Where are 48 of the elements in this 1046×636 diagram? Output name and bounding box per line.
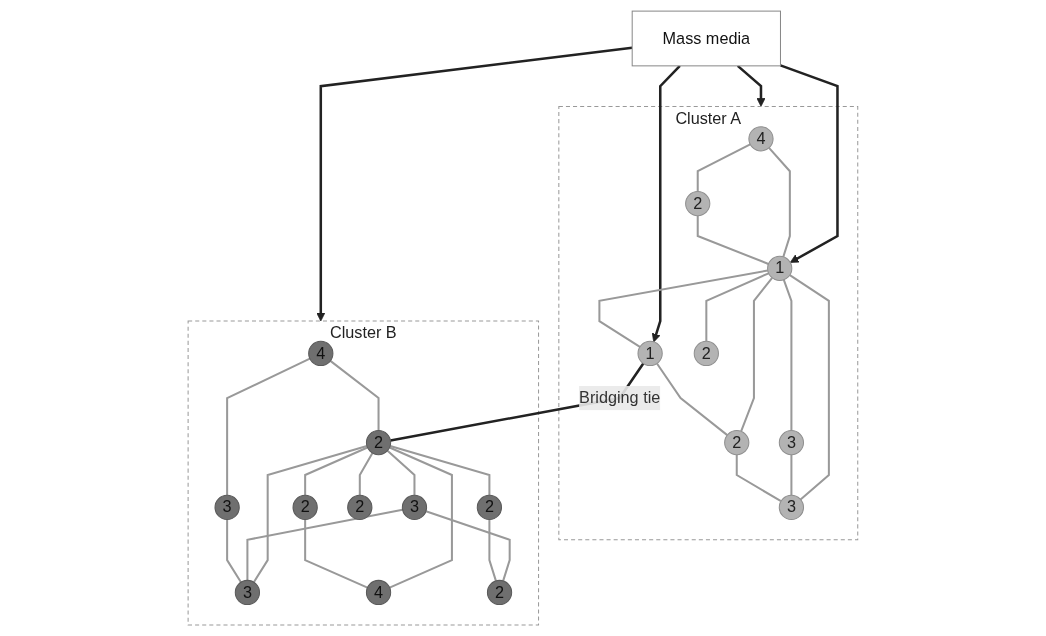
arrow bbox=[316, 46, 633, 322]
connector bbox=[598, 269, 769, 348]
arrow bbox=[736, 64, 766, 107]
node-circle: 4 bbox=[365, 579, 392, 606]
connector bbox=[253, 445, 368, 583]
connector bbox=[740, 277, 774, 432]
node-circle: 2 bbox=[486, 579, 513, 606]
connector bbox=[389, 446, 453, 589]
node-circle: 4 bbox=[308, 340, 334, 367]
connector bbox=[656, 362, 728, 436]
node-circle: 2 bbox=[292, 494, 318, 521]
arrow bbox=[651, 65, 681, 343]
connector bbox=[329, 360, 380, 431]
connector bbox=[790, 454, 793, 496]
connector bbox=[768, 147, 791, 258]
node-circle: 3 bbox=[778, 494, 805, 521]
connector bbox=[304, 446, 368, 496]
node-circle: 1 bbox=[637, 340, 663, 367]
connector bbox=[782, 279, 793, 431]
node-circle: 4 bbox=[748, 126, 774, 152]
connector bbox=[425, 510, 511, 582]
connector bbox=[226, 357, 311, 496]
connector bbox=[705, 272, 770, 342]
connector bbox=[389, 445, 491, 496]
node-circle: 2 bbox=[347, 494, 373, 521]
connector bbox=[789, 274, 830, 501]
connector bbox=[304, 519, 368, 589]
node-circle: 3 bbox=[234, 579, 261, 606]
node-circle: 2 bbox=[724, 430, 750, 456]
node-box: Mass media bbox=[631, 10, 782, 67]
node-circle: 1 bbox=[767, 255, 793, 282]
node-circle: 2 bbox=[693, 340, 719, 367]
node-circle: 3 bbox=[401, 494, 428, 521]
arrow bbox=[780, 64, 839, 263]
connector bbox=[226, 519, 242, 583]
node-circle: 2 bbox=[365, 430, 392, 456]
connector bbox=[488, 519, 497, 582]
connector bbox=[735, 454, 782, 503]
connector bbox=[696, 143, 751, 192]
node-circle: 2 bbox=[685, 191, 711, 217]
node-circle: 3 bbox=[778, 430, 805, 456]
node-circle: 3 bbox=[214, 494, 240, 521]
edge-label: Bridging tie bbox=[579, 388, 661, 407]
connector bbox=[386, 450, 416, 496]
connector bbox=[246, 508, 403, 581]
node-circle: 2 bbox=[476, 494, 503, 521]
connector bbox=[696, 215, 769, 265]
connector bbox=[358, 452, 374, 496]
